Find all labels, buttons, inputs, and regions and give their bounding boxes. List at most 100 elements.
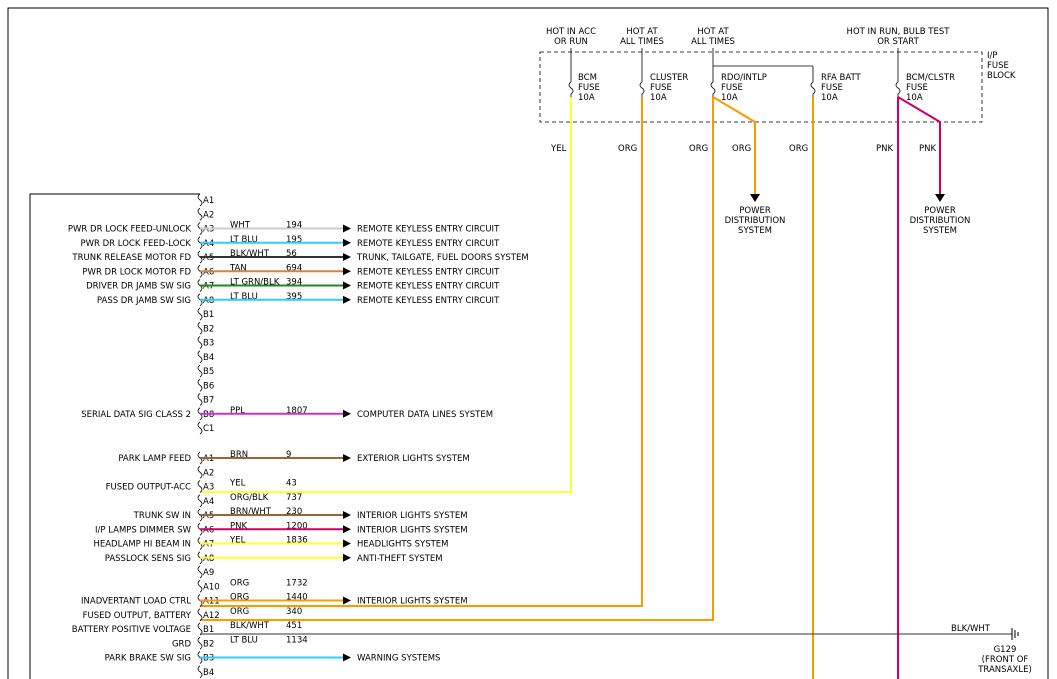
wire-pnk-power-dist	[897, 96, 941, 196]
fuse-label: FUSE	[721, 83, 743, 93]
wire-color-label: ORG	[230, 593, 249, 603]
wire-color-label: ORG	[230, 607, 249, 617]
pin-label: B4	[203, 668, 214, 678]
pin-label: A1	[203, 196, 214, 206]
circuit-number: 451	[286, 621, 302, 631]
fuse-symbol	[895, 81, 901, 97]
wire-color-label: YEL	[550, 144, 567, 154]
ground-wire-label: BLK/WHT	[951, 624, 991, 634]
circuit-number: 1836	[286, 536, 308, 546]
fuse-symbols	[568, 81, 901, 97]
wire-color-label: ORG	[230, 578, 249, 588]
power-label: OR START	[877, 37, 919, 47]
fuse-label: 10A	[721, 93, 738, 103]
circuit-number: 694	[286, 263, 302, 273]
fuse-symbol	[710, 81, 716, 97]
fuse-feed-lines	[570, 48, 899, 82]
wire-org-rdo	[200, 97, 714, 621]
pin-function: TRUNK SW IN	[133, 511, 191, 521]
wire-color-label: TAN	[229, 263, 247, 273]
pin-function: PASS DR JAMB SW SIG	[97, 296, 191, 306]
circuit-number: 340	[286, 607, 302, 617]
power-distribution-label: POWER DISTRIBUTION SYSTEM POWER DISTRIBU…	[725, 206, 971, 236]
pin-function: FUSED OUTPUT-ACC	[106, 483, 191, 493]
fuse-label: 10A	[578, 93, 595, 103]
pin-function: PWR DR LOCK MOTOR FD	[82, 267, 191, 277]
pin-label: B3	[203, 339, 214, 349]
circuit-number: 395	[286, 292, 302, 302]
destination-label: INTERIOR LIGHTS SYSTEM	[357, 597, 468, 607]
pin-function: I/P LAMPS DIMMER SW	[95, 525, 192, 535]
pin-label: B2	[203, 324, 214, 334]
arrow-right-icon	[343, 596, 351, 605]
wire-color-label: YEL	[229, 536, 246, 546]
power-label: HOT AT	[626, 27, 658, 37]
circuit-number: 394	[286, 278, 302, 288]
pin-label: A3	[203, 483, 214, 493]
wire-color-label: PNK	[230, 521, 247, 531]
pin-function: PWR DR LOCK FEED-LOCK	[81, 239, 192, 249]
pin-function: GRD	[172, 639, 191, 649]
destination-label: INTERIOR LIGHTS SYSTEM	[357, 511, 468, 521]
destination-label: REMOTE KEYLESS ENTRY CIRCUIT	[357, 282, 500, 292]
fuse-labels: BCM FUSE 10A CLUSTER FUSE 10A RDO/INTLP …	[578, 73, 955, 103]
wire-color-label: BRN/WHT	[230, 507, 272, 517]
fuse-block-label-line: BLOCK	[987, 71, 1016, 81]
fuse-output-wires	[200, 96, 941, 679]
wire-color-label: LT BLU	[230, 635, 258, 645]
circuit-number: 1440	[286, 593, 308, 603]
destination-label: EXTERIOR LIGHTS SYSTEM	[357, 454, 470, 464]
circuit-number: 1807	[286, 406, 308, 416]
power-label: HOT IN ACC	[546, 27, 596, 37]
fuse-label: BCM	[578, 73, 597, 83]
wire-color-label: ORG	[789, 144, 808, 154]
fuse-label: 10A	[906, 93, 923, 103]
arrow-down-icon	[935, 194, 945, 202]
wire-color-label: ORG	[618, 144, 637, 154]
wire-color-label: PNK	[919, 144, 936, 154]
fuse-label: RFA BATT	[821, 73, 862, 83]
feed-wire-labels: YEL ORG ORG ORG ORG PNK PNK	[550, 144, 936, 154]
ground-location: (FRONT OF	[982, 655, 1029, 665]
circuit-number: 1200	[286, 521, 308, 531]
wire-color-label: BRN	[230, 450, 248, 460]
destination-label: TRUNK, TAILGATE, FUEL DOORS SYSTEM	[356, 253, 529, 263]
power-label: ALL TIMES	[620, 37, 664, 47]
power-dist-text: POWER	[924, 206, 956, 216]
arrow-right-icon	[343, 539, 351, 548]
wire-org-cluster	[200, 97, 643, 607]
ground-icon	[1011, 628, 1019, 640]
pin-label: A2	[203, 210, 214, 220]
circuit-number: 737	[286, 493, 302, 503]
wire-color-label: BLK/WHT	[230, 249, 270, 259]
power-dist-text: SYSTEM	[738, 226, 772, 236]
arrow-right-icon	[343, 409, 351, 418]
fuse-label: BCM/CLSTR	[906, 73, 955, 83]
pin-function: PWR DR LOCK FEED-UNLOCK	[68, 225, 192, 235]
pin-label: A2	[203, 468, 214, 478]
destination-label: REMOTE KEYLESS ENTRY CIRCUIT	[357, 267, 500, 277]
power-label: HOT AT	[697, 27, 729, 37]
fuse-label: FUSE	[650, 83, 672, 93]
fuse-symbol	[639, 81, 645, 97]
pin-function: PARK BRAKE SW SIG	[105, 654, 191, 664]
arrow-right-icon	[343, 511, 351, 519]
pin-function: DRIVER DR JAMB SW SIG	[86, 282, 191, 292]
arrow-right-icon	[343, 653, 351, 662]
pin-function: PASSLOCK SENS SIG	[105, 554, 191, 564]
circuit-number: 230	[286, 507, 302, 517]
arrow-right-icon	[343, 281, 351, 290]
destination-label: REMOTE KEYLESS ENTRY CIRCUIT	[357, 296, 500, 306]
arrow-right-icon	[343, 295, 351, 304]
arrow-down-icon	[750, 194, 760, 202]
pin-function: PARK LAMP FEED	[118, 454, 191, 464]
fuse-symbol	[568, 81, 574, 97]
fuse-label: FUSE	[821, 83, 843, 93]
circuit-number: 1732	[286, 578, 308, 588]
circuit-number: 56	[286, 249, 297, 259]
diagram-frame	[7, 7, 1049, 679]
arrow-right-icon	[343, 238, 351, 247]
fuse-label: CLUSTER	[650, 73, 688, 83]
wire-color-label: WHT	[230, 221, 251, 231]
